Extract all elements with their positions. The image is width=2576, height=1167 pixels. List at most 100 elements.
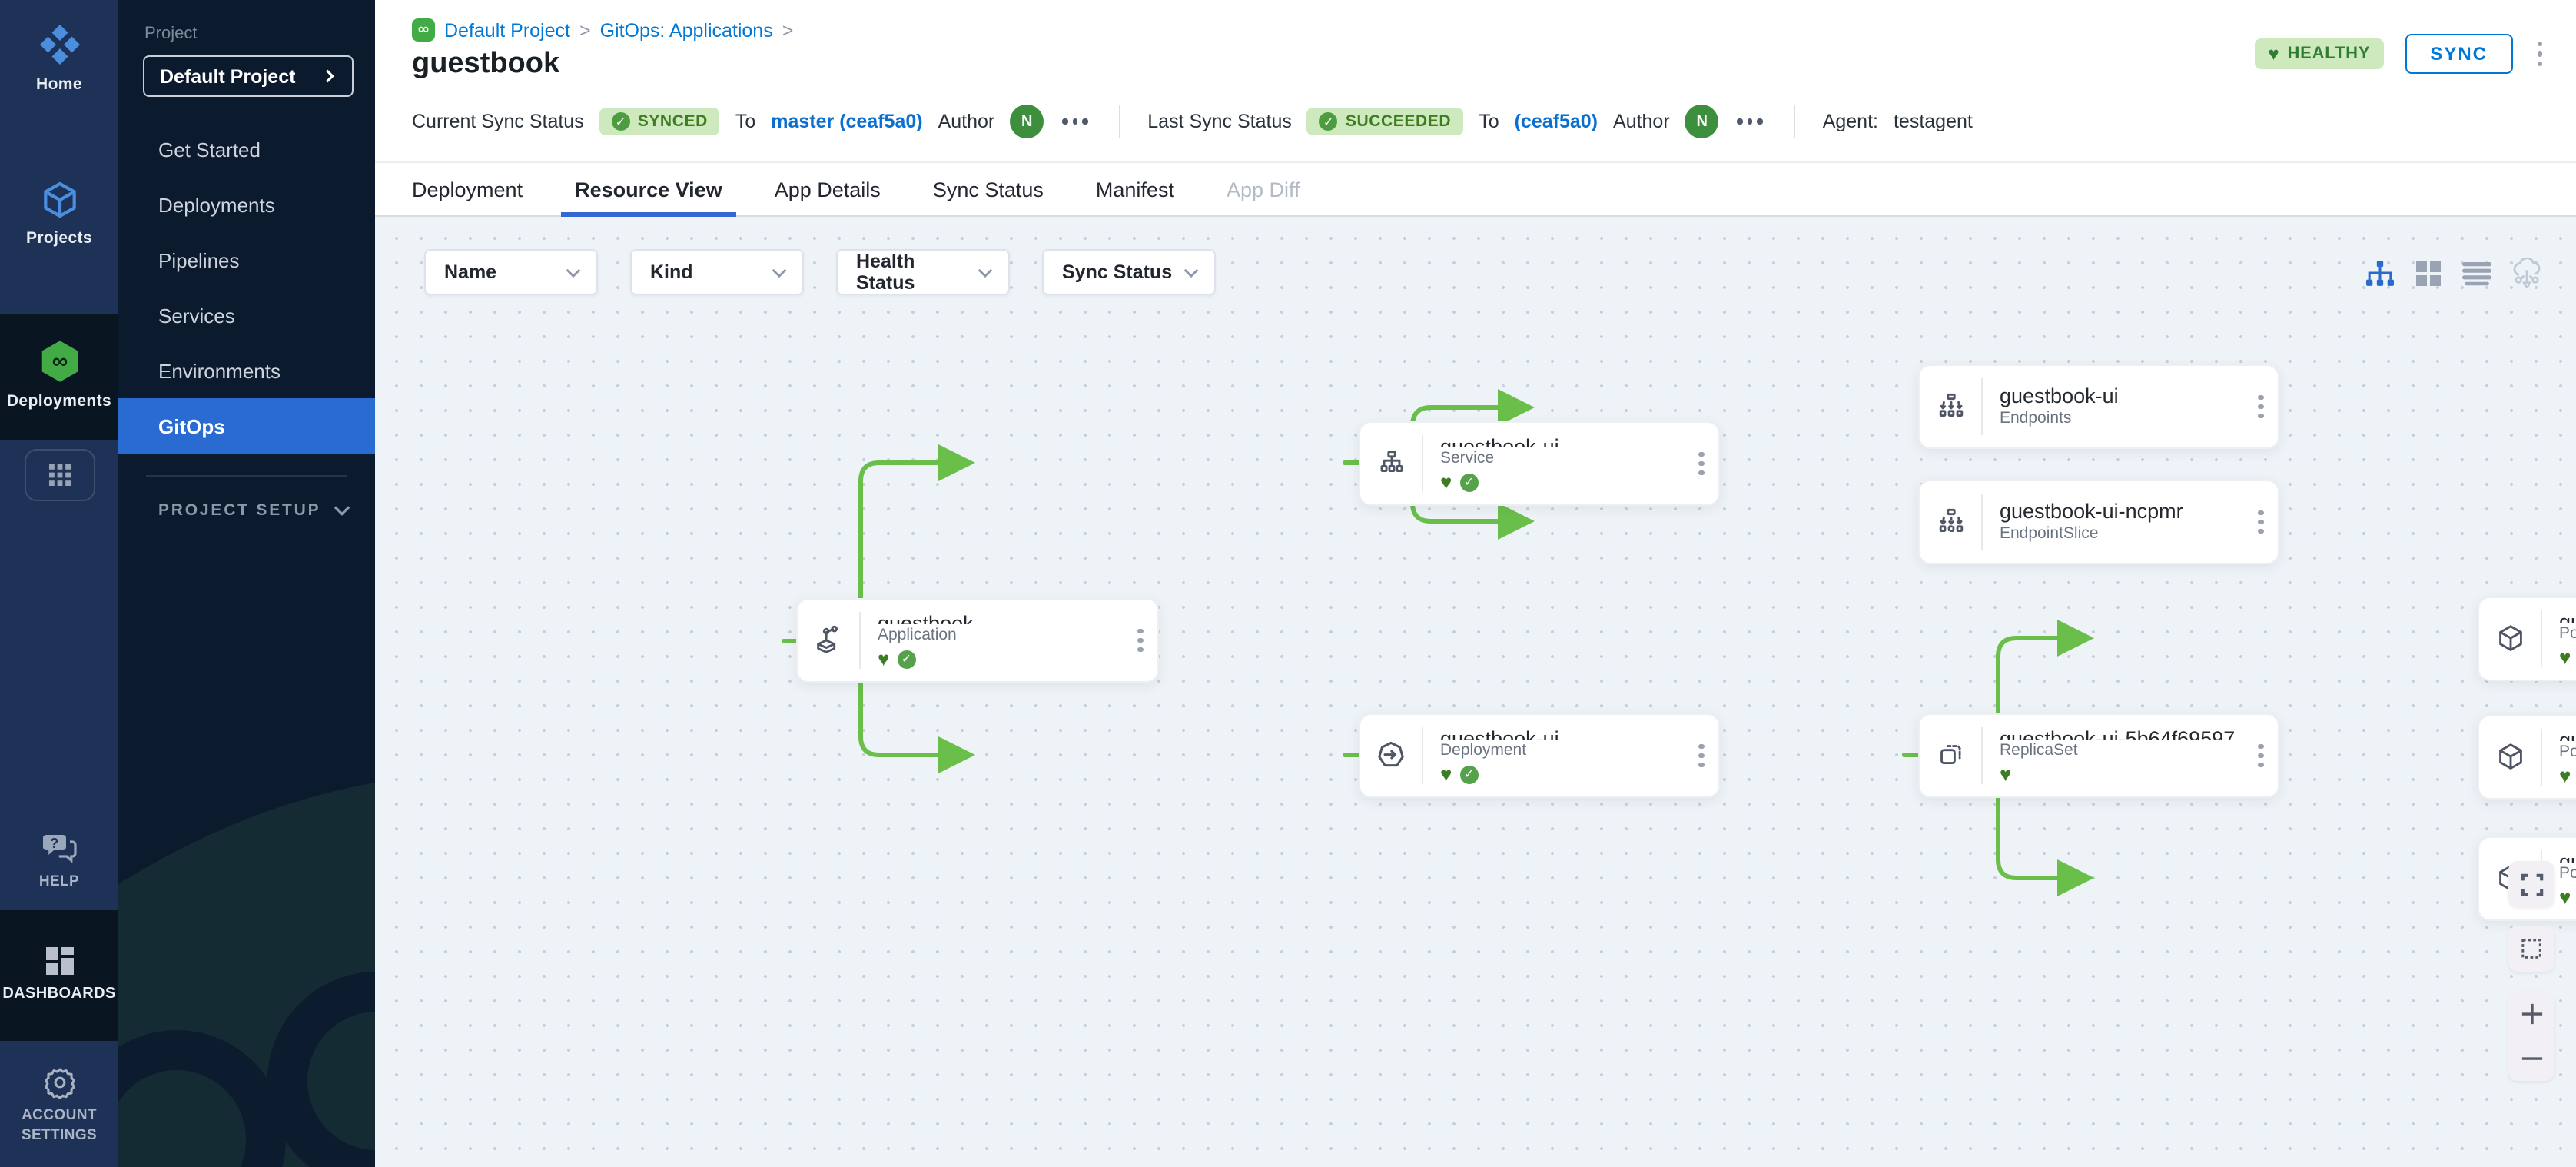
pod-icon <box>2492 740 2528 775</box>
node-menu-button[interactable] <box>1124 600 1157 681</box>
node-menu-button[interactable] <box>2244 366 2278 447</box>
network-view-icon[interactable] <box>2511 258 2542 288</box>
filter-bar: Name Kind Health Status Sync Status <box>424 249 1216 295</box>
rail-item-dashboards[interactable]: DASHBOARDS <box>0 910 118 1042</box>
selection-box-icon <box>2520 937 2543 960</box>
rail-item-deployments[interactable]: ∞ Deployments <box>0 314 118 441</box>
node-deployment[interactable]: guestbook-uiDeployment♥✓ <box>1359 713 1720 798</box>
node-application[interactable]: guestbookApplication♥✓ <box>796 598 1159 683</box>
breadcrumb-section-link[interactable]: GitOps: Applications <box>600 19 773 41</box>
application-icon <box>811 623 846 658</box>
node-title: guestbook-ui-5b64f6959... <box>2559 850 2576 863</box>
tab-resource-view[interactable]: Resource View <box>549 163 749 215</box>
author-label: Author <box>1613 111 1670 132</box>
settings-gear-icon <box>42 1066 76 1100</box>
rail-item-projects[interactable]: Projects <box>0 163 118 268</box>
tab-app-details[interactable]: App Details <box>749 163 907 215</box>
node-endpoints[interactable]: guestbook-uiEndpoints <box>1918 364 2279 449</box>
commit-more-options-icon[interactable] <box>1734 116 1766 128</box>
node-menu-button[interactable] <box>1685 423 1718 504</box>
commit-more-options-icon[interactable] <box>1059 116 1090 128</box>
node-kind-label: Pod <box>2559 865 2576 884</box>
filter-dropdown-name[interactable]: Name <box>424 249 598 295</box>
selection-mode-button[interactable] <box>2508 926 2554 972</box>
node-menu-button[interactable] <box>2244 715 2278 796</box>
breadcrumb-separator: > <box>782 19 794 41</box>
synced-check-icon: ✓ <box>1459 473 1478 491</box>
sidebar-item-label: Deployments <box>158 193 275 216</box>
node-service[interactable]: guestbook-uiService♥✓ <box>1359 421 1720 506</box>
node-title: guestbook-ui <box>1440 435 1685 448</box>
tab-manifest[interactable]: Manifest <box>1070 163 1200 215</box>
service-icon <box>1373 446 1409 481</box>
synced-badge-label: SYNCED <box>638 112 708 131</box>
tab-bar: DeploymentResource ViewApp DetailsSync S… <box>375 161 2576 215</box>
resource-graph-canvas[interactable]: Name Kind Health Status Sync Status <box>375 217 2576 1167</box>
breadcrumb-separator: > <box>579 19 591 41</box>
grid-view-icon[interactable] <box>2415 259 2442 287</box>
list-view-icon[interactable] <box>2462 261 2491 285</box>
project-section-label: Project <box>144 25 375 43</box>
tab-app-diff[interactable]: App Diff <box>1200 163 1326 215</box>
health-status-badge: ♥ HEALTHY <box>2254 38 2384 69</box>
fullscreen-button[interactable] <box>2508 861 2554 907</box>
heart-icon: ♥ <box>2268 45 2279 63</box>
current-sync-target-link[interactable]: master (ceaf5a0) <box>771 111 922 132</box>
sidebar-item-services[interactable]: Services <box>118 288 375 343</box>
sidebar-item-gitops[interactable]: GitOps <box>118 398 375 454</box>
sidebar-item-label: Pipelines <box>158 248 240 271</box>
sidebar-watermark <box>118 736 375 1167</box>
endpoints-icon <box>1933 389 1968 424</box>
node-status: ♥✓ <box>878 649 1124 669</box>
rail-item-home[interactable]: Home <box>0 0 118 114</box>
tree-view-icon[interactable] <box>2365 259 2395 287</box>
svg-text:∞: ∞ <box>51 350 68 374</box>
node-body: guestbook-uiEndpoints <box>1981 378 2244 435</box>
node-endpointslice[interactable]: guestbook-ui-ncpmrEndpointSlice <box>1918 480 2279 564</box>
project-setup-toggle[interactable]: PROJECT SETUP <box>158 501 350 520</box>
deployments-icon: ∞ <box>36 339 82 385</box>
rail-item-help[interactable]: ? HELP <box>0 816 118 910</box>
node-kind-label: Deployment <box>1440 742 1685 761</box>
filter-dropdown-sync-status[interactable]: Sync Status <box>1042 249 1216 295</box>
sidebar-item-deployments[interactable]: Deployments <box>118 177 375 232</box>
node-kind-icon <box>1360 715 1422 796</box>
breadcrumb-project-link[interactable]: Default Project <box>444 19 570 41</box>
node-menu-button[interactable] <box>1685 715 1718 796</box>
svg-text:?: ? <box>49 836 58 851</box>
tab-sync-status[interactable]: Sync Status <box>907 163 1070 215</box>
healthy-heart-icon: ♥ <box>2000 764 2011 784</box>
sidebar-item-get-started[interactable]: Get Started <box>118 121 375 177</box>
node-menu-button[interactable] <box>2244 481 2278 563</box>
node-title: guestbook-ui-5b64f6959... <box>2559 610 2576 623</box>
more-options-icon[interactable] <box>2534 38 2545 70</box>
sidebar-item-environments[interactable]: Environments <box>118 343 375 398</box>
chevron-down-icon <box>566 267 581 278</box>
rail-item-account-settings[interactable]: ACCOUNTSETTINGS <box>0 1042 118 1167</box>
node-body: guestbook-ui-ncpmrEndpointSlice <box>1981 494 2244 550</box>
node-status: ♥ <box>2559 766 2576 786</box>
zoom-out-button[interactable] <box>2508 1037 2554 1080</box>
node-pod-2[interactable]: guestbook-ui-5b64f6959...Pod♥ <box>2478 715 2576 800</box>
main-content: ∞ Default Project > GitOps: Applications… <box>375 0 2576 1167</box>
healthy-heart-icon: ♥ <box>2559 647 2571 667</box>
node-status: ♥ <box>2559 647 2576 667</box>
filter-dropdown-health-status[interactable]: Health Status <box>836 249 1010 295</box>
node-kind-icon <box>2479 598 2541 680</box>
zoom-in-button[interactable] <box>2508 992 2554 1036</box>
filter-dropdown-kind[interactable]: Kind <box>630 249 804 295</box>
last-sync-target-link[interactable]: (ceaf5a0) <box>1515 111 1598 132</box>
chevron-down-icon <box>334 504 350 517</box>
header-actions: ♥ HEALTHY SYNC <box>2254 34 2545 74</box>
project-selector[interactable]: Default Project <box>143 55 354 97</box>
chevron-down-icon <box>978 267 993 278</box>
sync-button[interactable]: SYNC <box>2405 34 2512 74</box>
tab-deployment[interactable]: Deployment <box>412 163 549 215</box>
node-pod-1[interactable]: guestbook-ui-5b64f6959...Pod♥ <box>2478 597 2576 681</box>
sidebar-item-pipelines[interactable]: Pipelines <box>118 232 375 288</box>
rail-label: DASHBOARDS <box>2 986 115 1005</box>
healthy-heart-icon: ♥ <box>2559 766 2571 786</box>
module-picker-button[interactable] <box>24 450 95 502</box>
node-replicaset[interactable]: guestbook-ui-5b64f69597ReplicaSet♥ <box>1918 713 2279 798</box>
node-title: guestbook-ui <box>1440 727 1685 740</box>
